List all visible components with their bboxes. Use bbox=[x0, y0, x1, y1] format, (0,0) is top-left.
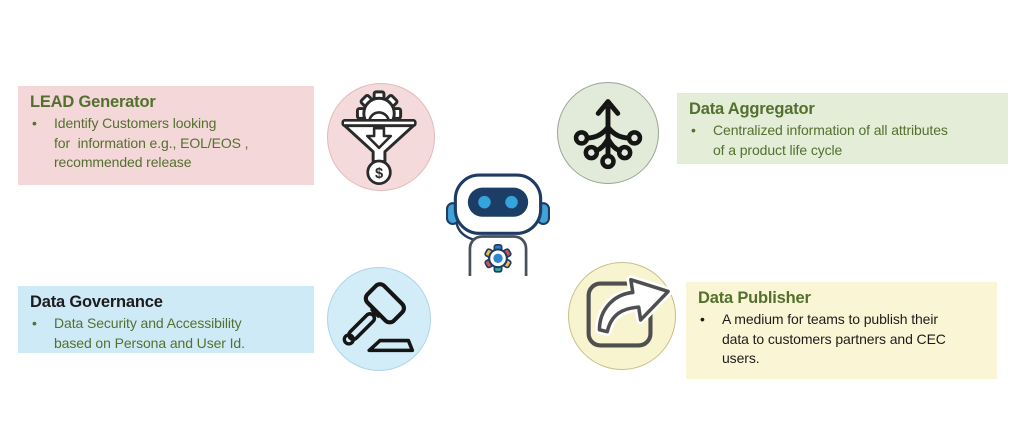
data-aggregator-bullet-text: Centralized information of all attribute… bbox=[713, 122, 948, 158]
chatbot-robot-icon bbox=[446, 173, 550, 276]
gavel-icon bbox=[342, 282, 415, 353]
funnel-gear-dollar-icon: $ bbox=[341, 90, 417, 185]
bullet-marker: • bbox=[32, 115, 37, 131]
data-aggregator-title: Data Aggregator bbox=[689, 100, 815, 118]
data-governance-circle bbox=[327, 267, 431, 371]
merge-branches-arrow-icon bbox=[573, 99, 643, 170]
lead-generator-circle: $ bbox=[327, 83, 435, 191]
bullet-marker: • bbox=[700, 311, 705, 327]
data-aggregator-circle bbox=[557, 82, 659, 184]
dollar-glyph: $ bbox=[375, 166, 383, 182]
lead-generator-card: LEAD Generator • Identify Customers look… bbox=[18, 86, 314, 185]
data-governance-title: Data Governance bbox=[30, 293, 163, 311]
share-arrow-icon bbox=[586, 275, 673, 348]
data-governance-card: Data Governance • Data Security and Acce… bbox=[18, 286, 314, 353]
lead-generator-title: LEAD Generator bbox=[30, 93, 156, 111]
data-aggregator-card: Data Aggregator • Centralized informatio… bbox=[677, 93, 1008, 164]
data-publisher-circle bbox=[568, 262, 676, 370]
data-publisher-title: Data Publisher bbox=[698, 289, 811, 307]
data-publisher-card: Data Publisher • A medium for teams to p… bbox=[686, 282, 997, 379]
data-aggregator-bullet: • Centralized information of all attribu… bbox=[689, 121, 998, 160]
bullet-marker: • bbox=[691, 122, 696, 138]
bullet-marker: • bbox=[32, 315, 37, 331]
chest-gear-icon bbox=[484, 243, 512, 273]
